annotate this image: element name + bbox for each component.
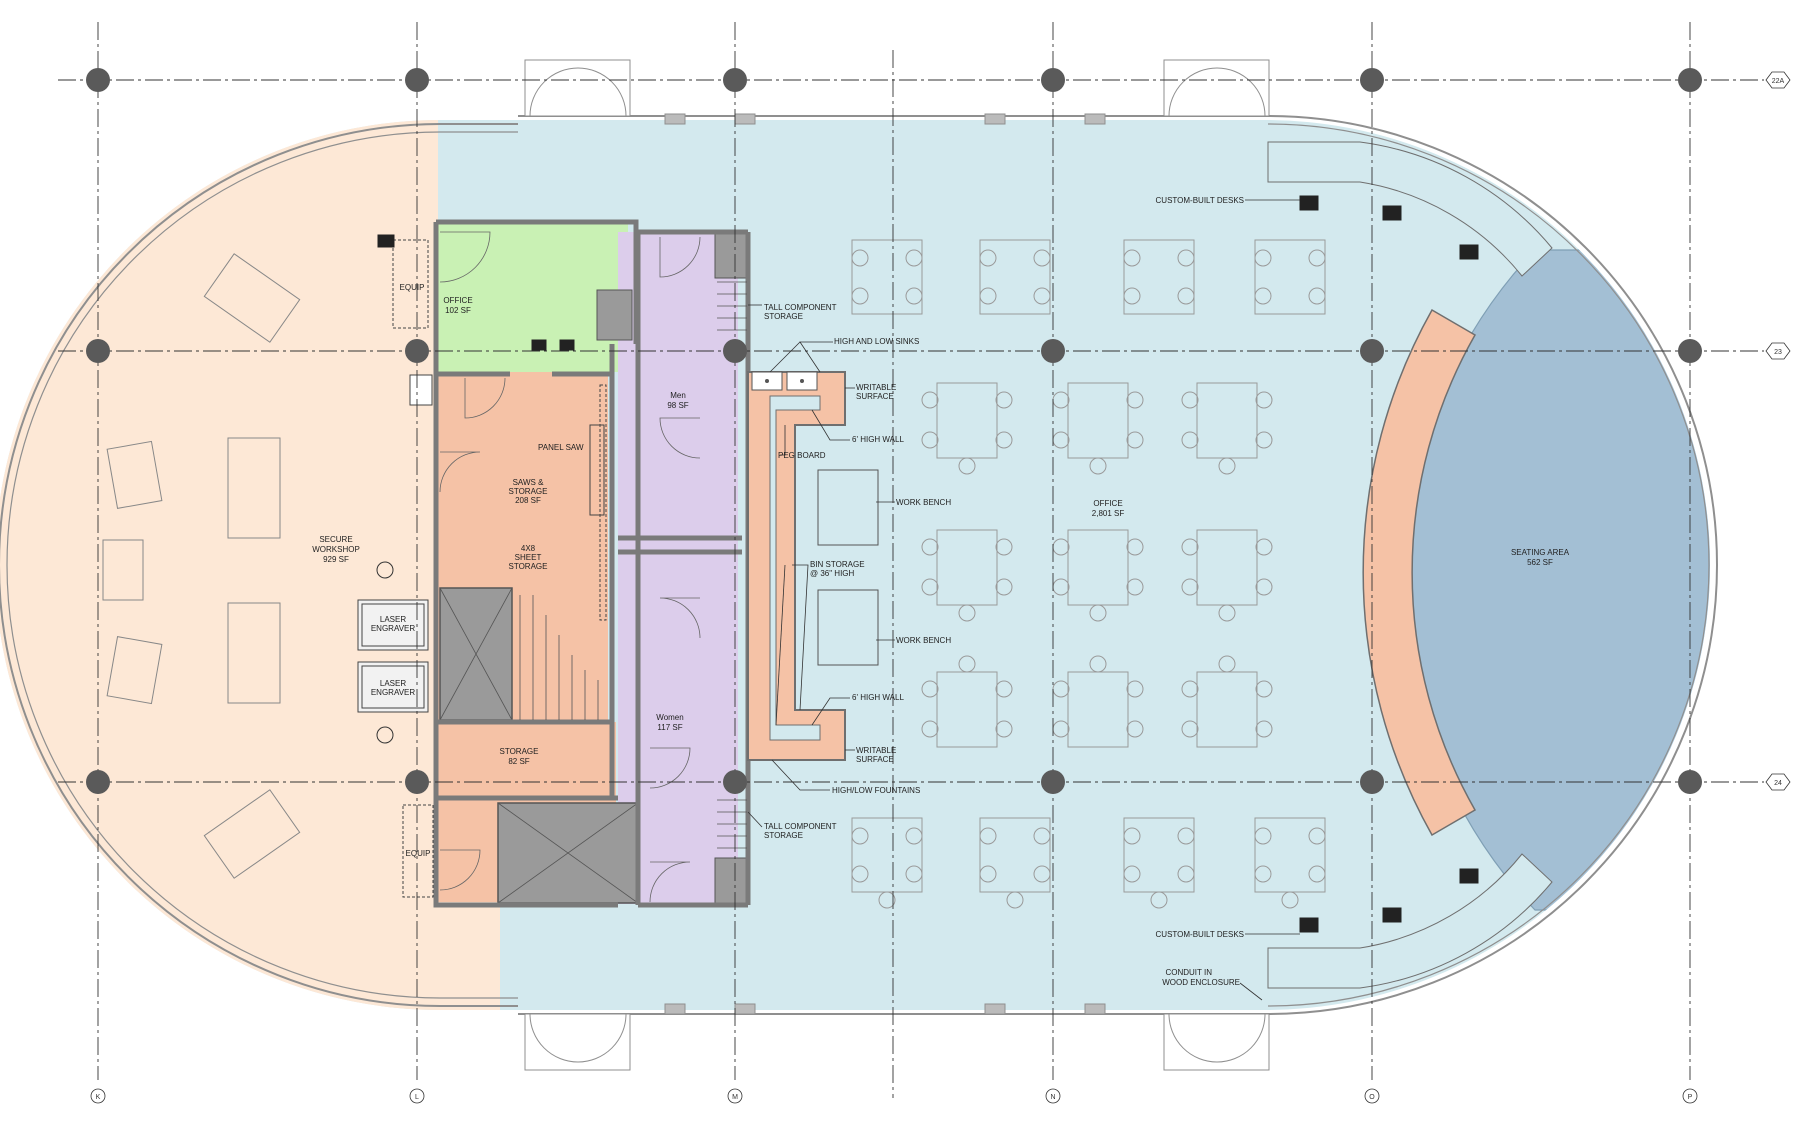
furniture bbox=[102, 141, 1553, 989]
label-conduit-2: WOOD ENCLOSURE bbox=[1162, 978, 1240, 987]
grid-tags bbox=[90, 71, 1791, 1104]
room-women-name: Women bbox=[656, 713, 683, 722]
label-work-bench-1: WORK BENCH bbox=[896, 498, 951, 507]
label-sinks: HIGH AND LOW SINKS bbox=[834, 337, 919, 346]
label-tall-storage-top-1: TALL COMPONENT bbox=[764, 303, 837, 312]
room-saws-name-2: STORAGE bbox=[509, 487, 548, 496]
grid-tag-col-n: N bbox=[1050, 1094, 1055, 1101]
seating-bench bbox=[1362, 308, 1477, 837]
counters bbox=[747, 308, 1477, 837]
room-sheet-3: STORAGE bbox=[509, 562, 548, 571]
label-tall-storage-top-2: STORAGE bbox=[764, 312, 803, 321]
room-sheet-1: 4X8 bbox=[521, 544, 536, 553]
label-bin-storage-2: @ 36" HIGH bbox=[810, 569, 855, 578]
room-storage-name: STORAGE bbox=[500, 747, 539, 756]
grid-tag-row-22a: 22A bbox=[1772, 78, 1785, 85]
label-laser-1a: LASER bbox=[380, 615, 406, 624]
label-equip-top: EQUIP bbox=[400, 283, 425, 292]
annotation-labels: PANEL SAW TALL COMPONENT STORAGE HIGH AN… bbox=[538, 303, 951, 840]
room-labels: SECURE WORKSHOP 929 SF OFFICE 102 SF SAW… bbox=[312, 283, 1569, 858]
core-rooms bbox=[433, 219, 751, 908]
label-writable-top-2: SURFACE bbox=[856, 392, 894, 401]
label-peg-board: PEG BOARD bbox=[778, 451, 826, 460]
grid-tag-row-23: 23 bbox=[1774, 349, 1782, 356]
label-wall-top: 6' HIGH WALL bbox=[852, 435, 904, 444]
label-work-bench-2: WORK BENCH bbox=[896, 636, 951, 645]
room-secure-workshop-area: 929 SF bbox=[323, 555, 349, 564]
entry-doors bbox=[524, 59, 1270, 1071]
room-office-main-name: OFFICE bbox=[1093, 499, 1122, 508]
label-equip-bottom: EQUIP bbox=[406, 849, 431, 858]
room-women-area: 117 SF bbox=[657, 723, 682, 732]
label-tall-storage-bottom-1: TALL COMPONENT bbox=[764, 822, 837, 831]
grid-lines bbox=[58, 22, 1764, 1098]
grid-tag-col-m: M bbox=[732, 1094, 738, 1101]
room-sheet-2: SHEET bbox=[515, 553, 542, 562]
room-office-small-area: 102 SF bbox=[445, 306, 471, 315]
label-bin-storage-1: BIN STORAGE bbox=[810, 560, 865, 569]
room-saws-area: 208 SF bbox=[515, 496, 541, 505]
label-writable-bottom-2: SURFACE bbox=[856, 755, 894, 764]
room-secure-workshop-name-1: SECURE bbox=[319, 535, 352, 544]
label-fountains: HIGH/LOW FOUNTAINS bbox=[832, 786, 920, 795]
label-desks-bottom: CUSTOM-BUILT DESKS bbox=[1156, 930, 1244, 939]
label-desks-top: CUSTOM-BUILT DESKS bbox=[1156, 196, 1244, 205]
grid-tag-row-24: 24 bbox=[1774, 780, 1782, 787]
label-laser-1b: ENGRAVER bbox=[371, 624, 416, 633]
grid-intersections bbox=[86, 68, 1702, 794]
room-men-area: 98 SF bbox=[667, 401, 688, 410]
label-writable-bottom-1: WRITABLE bbox=[856, 746, 896, 755]
label-laser-2a: LASER bbox=[380, 679, 406, 688]
room-men-name: Men bbox=[670, 391, 686, 400]
label-writable-top-1: WRITABLE bbox=[856, 383, 896, 392]
stair bbox=[519, 281, 747, 849]
room-secure-workshop-name-2: WORKSHOP bbox=[312, 545, 360, 554]
room-saws-name-1: SAWS & bbox=[513, 478, 544, 487]
grid-tag-col-k: K bbox=[96, 1094, 101, 1101]
label-laser-2b: ENGRAVER bbox=[371, 688, 416, 697]
leader-lines bbox=[747, 199, 1300, 1001]
grid-tag-col-l: L bbox=[415, 1094, 419, 1101]
workshop-floor bbox=[0, 120, 500, 1010]
grid-tag-col-p: P bbox=[1688, 1094, 1693, 1101]
floor-fills bbox=[0, 120, 1710, 1010]
room-office-main-area: 2,801 SF bbox=[1092, 509, 1125, 518]
grid-tag-col-o: O bbox=[1369, 1094, 1375, 1101]
room-seating-name: SEATING AREA bbox=[1511, 548, 1570, 557]
room-seating-area: 562 SF bbox=[1527, 558, 1553, 567]
label-conduit-1: CONDUIT IN bbox=[1165, 968, 1212, 977]
label-panel-saw: PANEL SAW bbox=[538, 443, 584, 452]
room-storage-area: 82 SF bbox=[508, 757, 529, 766]
label-wall-bottom: 6' HIGH WALL bbox=[852, 693, 904, 702]
label-tall-storage-bottom-2: STORAGE bbox=[764, 831, 803, 840]
desk-labels: CUSTOM-BUILT DESKS CUSTOM-BUILT DESKS CO… bbox=[1156, 196, 1244, 987]
room-office-small-name: OFFICE bbox=[443, 296, 472, 305]
